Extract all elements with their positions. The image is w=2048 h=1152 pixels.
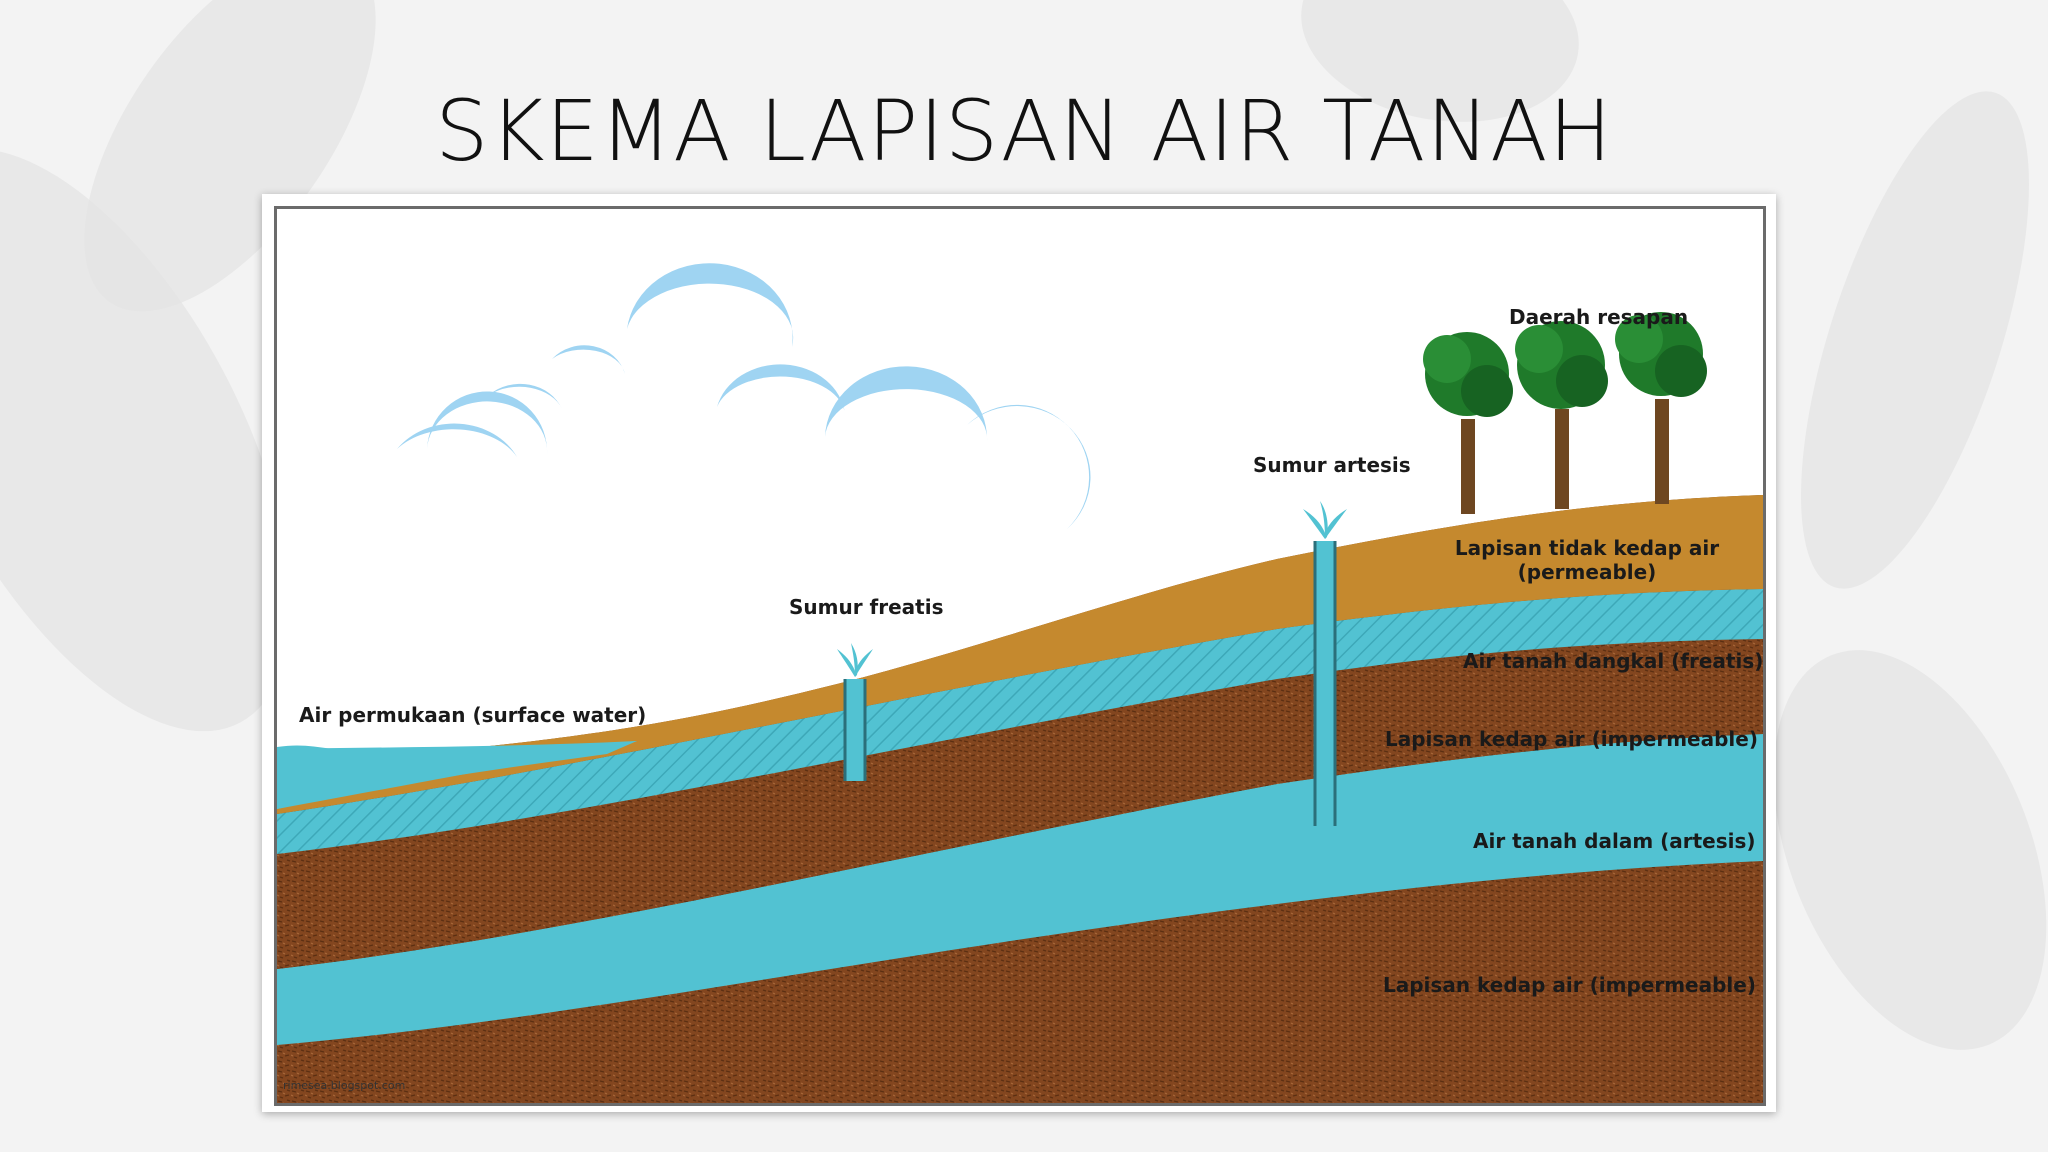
diagram-panel: Daerah resapan Sumur artesis Sumur freat…	[274, 206, 1766, 1106]
tree	[1615, 312, 1707, 504]
label-artesian-well: Sumur artesis	[1253, 453, 1411, 477]
label-deep-groundwater: Air tanah dalam (artesis)	[1473, 829, 1756, 853]
label-impermeable-layer-upper: Lapisan kedap air (impermeable)	[1385, 727, 1758, 751]
tree	[1515, 321, 1608, 509]
slide-title: SKEMA LAPISAN AIR TANAH	[435, 82, 1613, 180]
permeable-layer	[277, 495, 1763, 814]
deep-groundwater-aquifer	[277, 734, 1763, 1045]
label-impermeable-layer-lower: Lapisan kedap air (impermeable)	[1383, 973, 1756, 997]
water-spray-icon	[837, 643, 873, 677]
label-permeable-layer-line1: Lapisan tidak kedap air	[1454, 536, 1720, 560]
label-phreatic-well: Sumur freatis	[789, 595, 944, 619]
shallow-groundwater-aquifer	[277, 589, 1763, 854]
label-permeable-layer-line2: (permeable)	[1517, 560, 1657, 584]
water-spray-icon	[1303, 501, 1347, 539]
artesian-well	[1313, 541, 1337, 826]
label-permeable-layer: Lapisan tidak kedap air (permeable)	[1427, 536, 1747, 584]
cloud	[397, 263, 1091, 529]
label-recharge-area: Daerah resapan	[1509, 305, 1689, 329]
groundwater-diagram	[277, 209, 1763, 1103]
surface-water-edge	[277, 741, 637, 809]
label-surface-water: Air permukaan (surface water)	[299, 703, 647, 727]
impermeable-layer-upper	[277, 639, 1763, 969]
image-credit: rimesea.blogspot.com	[283, 1079, 406, 1092]
sky	[277, 209, 1763, 764]
label-shallow-groundwater: Air tanah dangkal (freatis)	[1463, 649, 1764, 673]
tree	[1423, 332, 1513, 514]
diagram-frame: Daerah resapan Sumur artesis Sumur freat…	[262, 194, 1776, 1112]
phreatic-well	[843, 679, 867, 781]
